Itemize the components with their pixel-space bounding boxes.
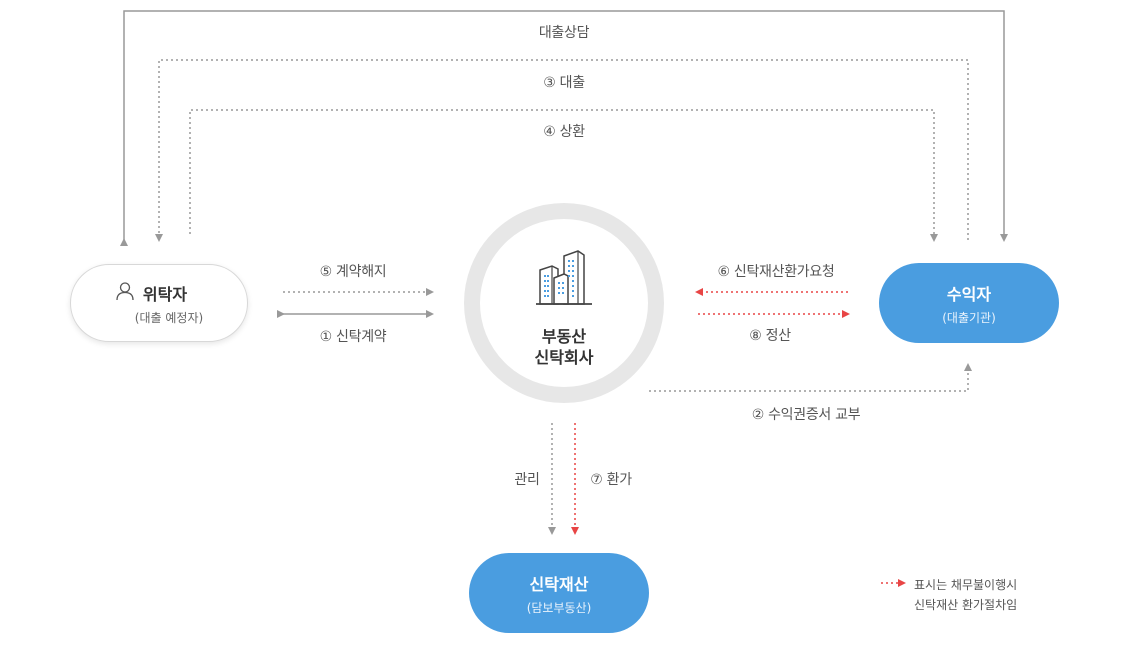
person-icon (115, 281, 135, 305)
consignor-title: 위탁자 (142, 284, 188, 304)
beneficiary-node: 수익자 (대출기관) (879, 263, 1059, 343)
reversion-label: ⑦ 환가 (590, 472, 632, 488)
reversion-request-label: ⑥ 신탁재산환가요청 (717, 264, 835, 280)
trust-company-node: 부동산 신탁회사 (464, 203, 664, 403)
consignor-node: 위탁자 (대출 예정자) (70, 264, 248, 342)
trust-asset-subtitle: (담보부동산) (526, 600, 592, 615)
terminate-label: ⑤ 계약해지 (319, 264, 387, 280)
legend-line1: 표시는 채무불이행시 (914, 578, 1018, 592)
consignor-subtitle: (대출 예정자) (134, 310, 204, 325)
loan-consult-line (120, 10, 1008, 246)
beneficiary-title: 수익자 (946, 284, 992, 304)
loan-consult-label: 대출상담 (538, 25, 590, 41)
manage-label: 관리 (514, 472, 540, 488)
beneficiary-subtitle: (대출기관) (942, 310, 996, 325)
certificate-line (649, 363, 972, 392)
building-icon (534, 246, 594, 310)
trust-asset-node: 신탁재산 (담보부동산) (469, 553, 649, 633)
trust-company-line1: 부동산 (541, 327, 587, 346)
trust-asset-title: 신탁재산 (529, 574, 589, 594)
settlement-label: ⑧ 정산 (749, 328, 791, 344)
repay-line (189, 109, 938, 242)
repay-label: ④ 상환 (543, 124, 585, 140)
certificate-label: ② 수익권증서 교부 (751, 407, 861, 423)
loan-line (155, 59, 969, 242)
legend-line2: 신탁재산 환가절차임 (914, 598, 1018, 612)
contract-label: ① 신탁계약 (319, 329, 387, 345)
loan-label: ③ 대출 (543, 75, 585, 91)
trust-company-line2: 신탁회사 (534, 348, 594, 367)
